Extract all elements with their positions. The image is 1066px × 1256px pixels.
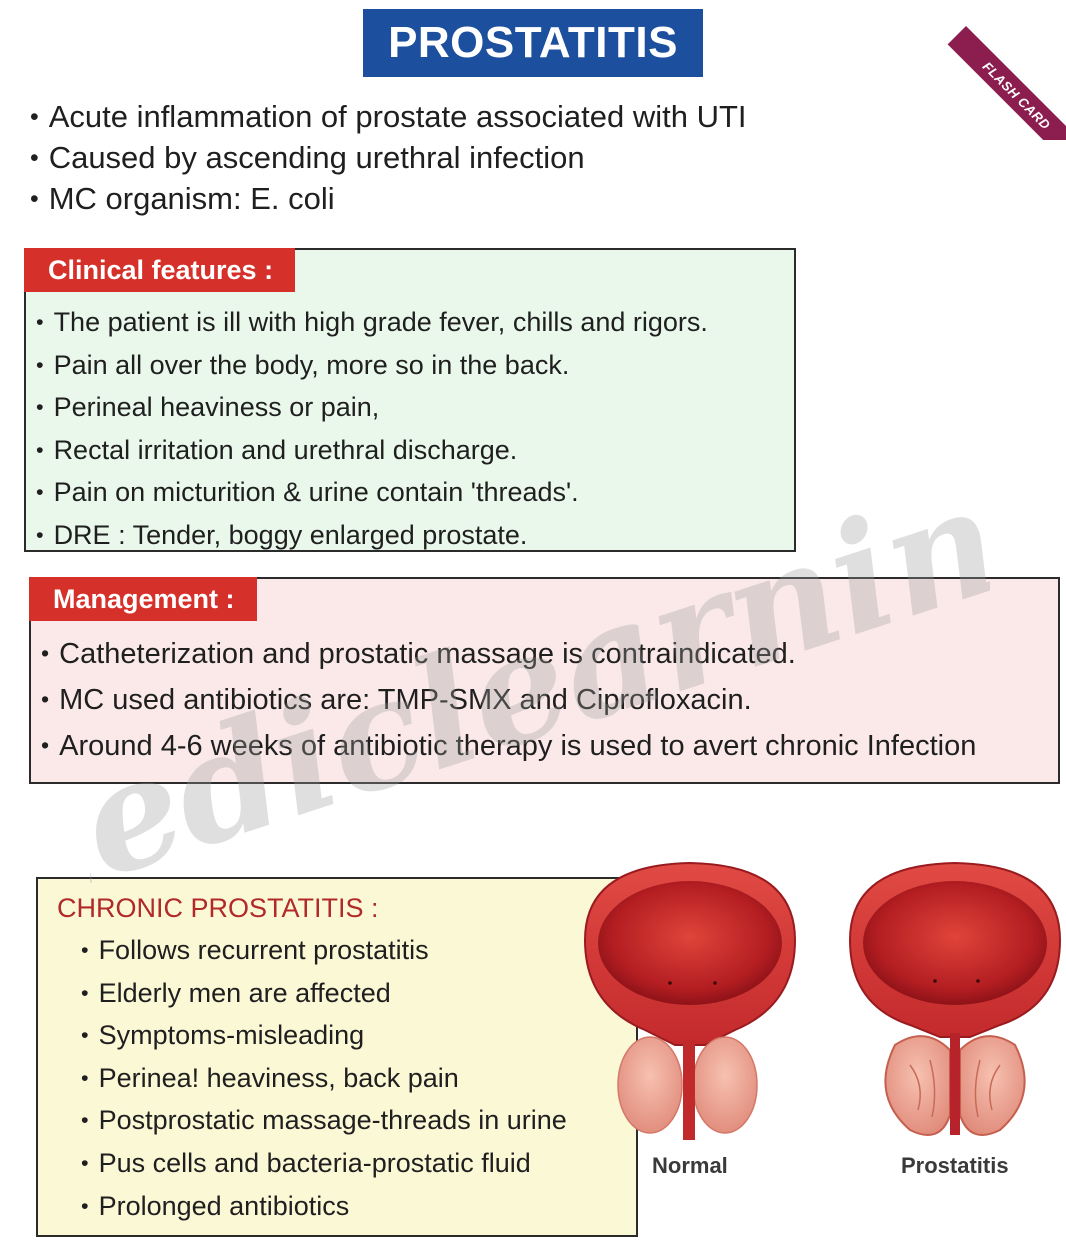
clinical-features-box: Clinical features : The patient is ill w… [24, 248, 796, 552]
management-box: Management : Catheterization and prostat… [29, 577, 1060, 784]
normal-prostate-icon [583, 861, 797, 1140]
chronic-prostatitis-heading: CHRONIC PROSTATITIS : [57, 893, 379, 923]
management-label: Management : [29, 577, 257, 621]
clinical-feature-item: DRE : Tender, boggy enlarged prostate. [36, 515, 708, 558]
chronic-item: Perinea! heaviness, back pain [81, 1058, 567, 1101]
clinical-feature-item: Pain on micturition & urine contain 'thr… [36, 472, 708, 515]
clinical-feature-item: Perineal heaviness or pain, [36, 387, 708, 430]
intro-list: Acute inflammation of prostate associate… [30, 98, 747, 221]
chronic-item: Elderly men are affected [81, 973, 567, 1016]
chronic-item: Pus cells and bacteria-prostatic fluid [81, 1143, 567, 1186]
flash-card-ribbon: FLASH CARD [926, 0, 1066, 140]
clinical-feature-item: The patient is ill with high grade fever… [36, 302, 708, 345]
normal-caption: Normal [652, 1153, 728, 1178]
chronic-item: Prolonged antibiotics [81, 1186, 567, 1229]
flash-card-ribbon-label: FLASH CARD [947, 26, 1066, 140]
management-item: MC used antibiotics are: TMP-SMX and Cip… [41, 678, 976, 724]
chronic-item: Postprostatic massage-threads in urine [81, 1100, 567, 1143]
clinical-feature-item: Pain all over the body, more so in the b… [36, 345, 708, 388]
prostate-illustration [583, 861, 1062, 1140]
intro-item: MC organism: E. coli [30, 180, 747, 221]
page-title: PROSTATITIS [363, 9, 703, 77]
prostatitis-caption: Prostatitis [901, 1153, 1009, 1178]
clinical-features-label: Clinical features : [24, 248, 296, 292]
prostatitis-prostate-icon [848, 861, 1062, 1136]
chronic-item: Symptoms-misleading [81, 1015, 567, 1058]
clinical-feature-item: Rectal irritation and urethral discharge… [36, 430, 708, 473]
management-item: Around 4-6 weeks of antibiotic therapy i… [41, 724, 976, 770]
intro-item: Caused by ascending urethral infection [30, 139, 747, 180]
clinical-features-list: The patient is ill with high grade fever… [36, 302, 708, 558]
chronic-prostatitis-list: Follows recurrent prostatitis Elderly me… [81, 930, 567, 1228]
management-list: Catheterization and prostatic massage is… [41, 632, 976, 770]
chronic-item: Follows recurrent prostatitis [81, 930, 567, 973]
management-item: Catheterization and prostatic massage is… [41, 632, 976, 678]
chronic-prostatitis-box: CHRONIC PROSTATITIS : Follows recurrent … [36, 877, 638, 1237]
intro-item: Acute inflammation of prostate associate… [30, 98, 747, 139]
